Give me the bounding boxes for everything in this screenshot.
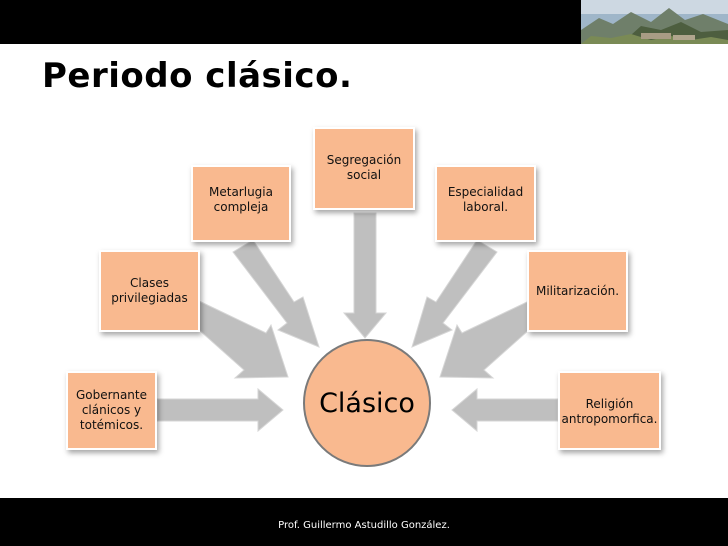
center-node-label: Clásico [319, 387, 415, 419]
node-clases-label: Clases privilegiadas [111, 276, 188, 305]
node-militarizacion-label: Militarización. [535, 283, 620, 298]
node-segregacion: Segregación social [313, 127, 415, 210]
mountain-ruins-image [581, 0, 728, 44]
node-metarlugia-label: Metarlugia compleja [209, 185, 273, 214]
arrow-religion [451, 387, 559, 433]
arrow-segregacion [342, 212, 388, 339]
node-religion-label: Religión antropomorfica. [561, 396, 658, 426]
header-photo [581, 0, 728, 44]
node-militarizacion: Militarización. [527, 250, 628, 332]
node-clases: Clases privilegiadas [99, 250, 200, 332]
node-gobernante-label: Gobernante clánicos y totémicos. [75, 388, 147, 432]
arrow-militarizacion [439, 300, 540, 379]
node-especialidad: Especialidad laboral. [435, 165, 536, 242]
node-metarlugia: Metarlugia compleja [191, 165, 291, 242]
node-segregacion-label: Segregación social [326, 153, 402, 182]
node-especialidad-label: Especialidad laboral. [447, 185, 524, 214]
slide-title: Periodo clásico. [42, 56, 353, 96]
node-religion: Religión antropomorfica. [558, 371, 661, 450]
bottom-bar [0, 498, 728, 546]
arrow-metarlugia [232, 239, 320, 348]
arrow-clases [188, 300, 289, 379]
footer-credit: Prof. Guillermo Astudillo González. [278, 520, 450, 531]
arrow-gobernante [156, 387, 284, 433]
center-node: Clásico [303, 339, 431, 467]
arrow-especialidad [411, 239, 498, 348]
node-gobernante: Gobernante clánicos y totémicos. [66, 371, 157, 450]
